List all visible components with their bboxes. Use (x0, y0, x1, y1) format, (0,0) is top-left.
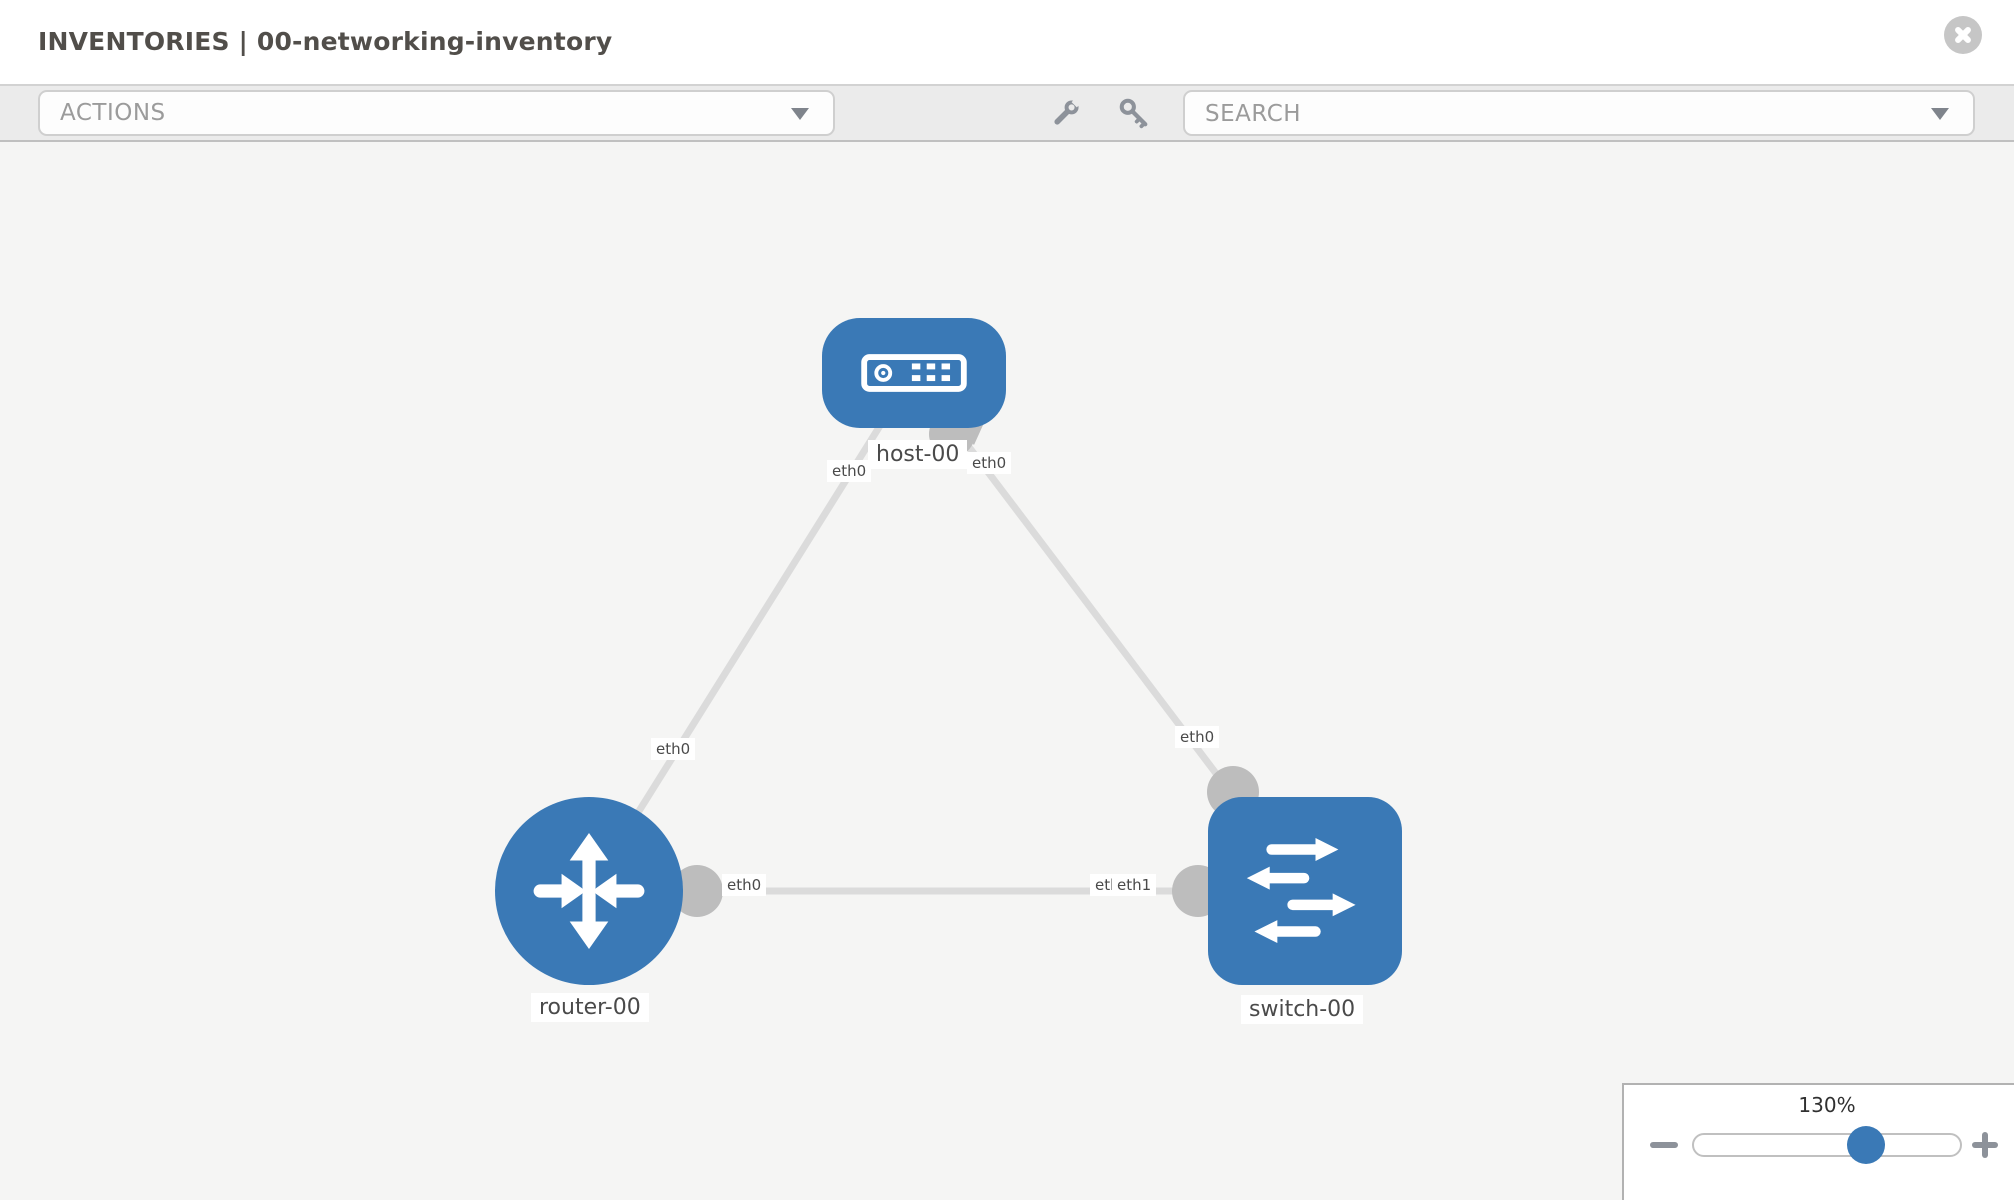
node-label-host-00: host-00 (868, 440, 968, 469)
toolbar: ACTIONS (0, 86, 2014, 142)
header: INVENTORIES | 00-networking-inventory (0, 0, 2014, 86)
if-label-host-eth0-left: eth0 (827, 460, 872, 482)
node-label-router-00: router-00 (531, 993, 649, 1022)
if-label-host-eth0-right: eth0 (967, 452, 1012, 474)
host-icon (861, 354, 967, 392)
actions-dropdown-label: ACTIONS (60, 100, 166, 126)
plus-icon[interactable] (1972, 1132, 1998, 1158)
zoom-panel: 130% (1622, 1083, 2014, 1200)
actions-dropdown[interactable]: ACTIONS (38, 90, 835, 136)
zoom-slider-track[interactable] (1692, 1133, 1962, 1157)
search-input[interactable] (1203, 94, 1907, 134)
wrench-icon[interactable] (1048, 95, 1084, 131)
if-label-router-link-eth0: eth0 (651, 738, 696, 760)
node-switch-00[interactable] (1208, 797, 1402, 985)
node-router-00[interactable] (495, 797, 683, 985)
close-icon[interactable] (1944, 16, 1982, 54)
interface-circle-router-eth0[interactable] (671, 865, 723, 917)
page-title: INVENTORIES | 00-networking-inventory (38, 27, 613, 56)
zoom-level-label: 130% (1798, 1093, 1856, 1117)
if-label-switch-top-eth0: eth0 (1175, 726, 1220, 748)
minus-icon[interactable] (1650, 1132, 1678, 1158)
topology-canvas[interactable]: eth0 host-00 eth0 eth0 eth0 eth0 eth0 et… (0, 142, 2014, 1200)
chevron-down-icon (791, 108, 809, 120)
router-icon (533, 833, 645, 949)
topology-wires (586, 370, 1308, 917)
if-label-router-eth0: eth0 (722, 874, 767, 896)
if-label-switch-eth1: eth1 (1112, 874, 1157, 896)
search-box[interactable] (1183, 90, 1975, 136)
chevron-down-icon (1931, 108, 1949, 120)
link-host-router[interactable] (586, 371, 916, 893)
node-label-switch-00: switch-00 (1241, 995, 1364, 1024)
zoom-slider-thumb[interactable] (1847, 1126, 1885, 1164)
node-host-00[interactable] (822, 318, 1006, 428)
key-icon[interactable] (1116, 95, 1152, 131)
switch-icon (1246, 838, 1356, 943)
